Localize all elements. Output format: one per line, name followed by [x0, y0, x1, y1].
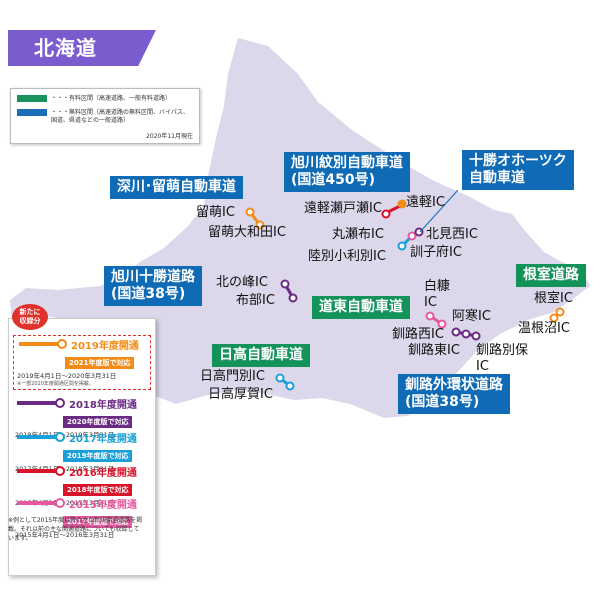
route-fukagawa-rumoi: 深川･留萌自動車道 [110, 176, 243, 199]
year-2018-fy: 2020年度版で対応 [63, 416, 133, 428]
legend-free-label: ・・・無料区間（高速道路の無料区間、バイパス、国道、県道などの一般道路） [51, 109, 189, 124]
year-2019-bar: 2019年度開通 [17, 338, 147, 352]
ic-rumoi: 留萌IC [196, 205, 235, 220]
route-asahikawa-tokachi-line1: 旭川十勝道路 [111, 269, 195, 285]
year-2019-range: 2019年4月1日〜2020年3月31日 [17, 372, 117, 380]
year-2017-title: 2017年度開通 [69, 434, 137, 445]
ic-kunneppu: 訓子府IC [410, 245, 462, 260]
year-2017-fy: 2019年度版で対応 [63, 450, 133, 462]
route-asahikawa-monbetsu-line1: 旭川紋別自動車道 [291, 155, 403, 171]
kitanomine-ic-marker [280, 279, 298, 303]
year-2015-line [17, 501, 57, 505]
year-panel-footnote: ※例として2015年度以降の主な新規開通道路を掲載。それ以前の主な開通道路につい… [8, 517, 143, 542]
kushiro-ic-marker [451, 327, 481, 341]
route-kushiro-outer-line2: (国道38号) [405, 394, 480, 410]
ic-engaru-setose: 遠軽瀬戸瀬IC [304, 201, 382, 216]
ic-maruseppu: 丸瀬布IC [332, 227, 384, 242]
ic-kitami-nishi: 北見西IC [426, 227, 478, 242]
route-asahikawa-monbetsu-line2: (国道450号) [291, 172, 376, 188]
year-item-2015: 2015年度開通 2017年度版で対応 2015年4月1日〜2016年3月31日 [15, 497, 149, 539]
shiranuka-ic-marker [425, 311, 447, 329]
year-2018-title: 2018年度開通 [69, 400, 137, 411]
kitami-ic-marker [397, 227, 424, 251]
route-kushiro-outer-line1: 釧路外環状道路 [405, 377, 503, 393]
year-2019-title: 2019年度開通 [71, 341, 139, 352]
year-2015-range: 2015年4月1日〜2016年3月31日 [15, 531, 115, 539]
rumoi-ic-marker [245, 207, 265, 230]
year-2019-line [19, 342, 59, 346]
route-tokachi-okhotsk-line2: 自動車道 [469, 170, 525, 186]
year-2018-dot [55, 398, 65, 408]
ic-rikubetsu-oribe: 陸別小利別IC [308, 249, 386, 264]
year-2015-bar: 2015年度開通 [15, 497, 149, 511]
ic-shiranuka-suffix: IC [424, 295, 437, 310]
nemuro-ic-marker [549, 307, 565, 323]
year-2017-dot [55, 432, 65, 442]
ic-nunobe: 布部IC [236, 293, 275, 308]
year-2015-title: 2015年度開通 [69, 500, 137, 511]
legend-free-row: ・・・無料区間（高速道路の無料区間、バイパス、国道、県道などの一般道路） [17, 109, 191, 125]
ic-kushiro-higashi: 釧路東IC [408, 343, 460, 358]
route-nemuro: 根室道路 [516, 264, 586, 287]
legend-free-swatch [17, 109, 47, 116]
opening-year-panel: 2019年度開通 2021年度版で対応 2019年4月1日〜2020年3月31日… [8, 318, 156, 576]
legend-toll-row: ・・・有料区間（高速道路、一般有料道路） [17, 95, 191, 103]
new-entries-badge: 新たに収録分 [12, 304, 48, 330]
year-2015-fy: 2017年度版で対応 [63, 516, 133, 528]
year-2016-bar: 2016年度開通 [15, 465, 149, 479]
route-asahikawa-tokachi-line2: (国道38号) [111, 286, 186, 302]
region-tab: 北海道 [8, 30, 156, 66]
year-2019-dot [57, 339, 67, 349]
year-2016-title: 2016年度開通 [69, 468, 137, 479]
legend-date: 2020年11月現在 [146, 133, 193, 140]
route-kushiro-outer: 釧路外環状道路 (国道38号) [398, 374, 510, 414]
ic-nemuro: 根室IC [534, 291, 573, 306]
route-doto: 道東自動車道 [312, 296, 410, 319]
route-tokachi-okhotsk: 十勝オホーツク 自動車道 [462, 150, 574, 190]
hidaka-ic-marker [275, 373, 295, 391]
year-2018-line [17, 401, 57, 405]
route-hidaka: 日高自動車道 [212, 344, 310, 367]
engaru-ic-marker [381, 199, 407, 219]
route-tokachi-okhotsk-line1: 十勝オホーツク [469, 153, 567, 169]
ic-engaru: 遠軽IC [406, 195, 445, 210]
year-2019-fy: 2021年度版で対応 [65, 357, 135, 369]
year-2017-line [17, 435, 57, 439]
ic-kitanomine: 北の峰IC [216, 275, 268, 290]
legend-toll-label: ・・・有料区間（高速道路、一般有料道路） [51, 95, 172, 102]
year-2016-dot [55, 466, 65, 476]
ic-kushiro-nishi: 釧路西IC [392, 327, 444, 342]
ic-rumoi-owada: 留萌大和田IC [208, 225, 286, 240]
route-asahikawa-monbetsu: 旭川紋別自動車道 (国道450号) [284, 152, 410, 192]
year-2019-note: ※一部2020年度開通区間を掲載。 [17, 381, 94, 387]
year-item-2019: 2019年度開通 2021年度版で対応 2019年4月1日〜2020年3月31日… [13, 335, 151, 390]
ic-hidaka-monbetsu: 日高門別IC [200, 369, 265, 384]
ic-kushiro-betsuho: 釧路別保 [476, 343, 529, 358]
year-2017-bar: 2017年度開通 [15, 431, 149, 445]
year-2018-bar: 2018年度開通 [15, 397, 149, 411]
ic-onneto: 温根沼IC [518, 321, 570, 336]
tokachi-leader-line [419, 189, 459, 233]
year-2016-line [17, 469, 57, 473]
ic-akan: 阿寒IC [452, 309, 491, 324]
year-2016-fy: 2018年度版で対応 [63, 484, 133, 496]
ic-kushiro-betsuho-suffix: IC [476, 359, 489, 374]
ic-shiranuka: 白糠 [424, 279, 451, 294]
year-2015-dot [55, 498, 65, 508]
legend-toll-swatch [17, 95, 47, 102]
ic-hidaka-atsuga: 日高厚賀IC [208, 387, 273, 402]
map-legend: ・・・有料区間（高速道路、一般有料道路） ・・・無料区間（高速道路の無料区間、バ… [10, 88, 200, 144]
route-asahikawa-tokachi: 旭川十勝道路 (国道38号) [104, 266, 202, 306]
